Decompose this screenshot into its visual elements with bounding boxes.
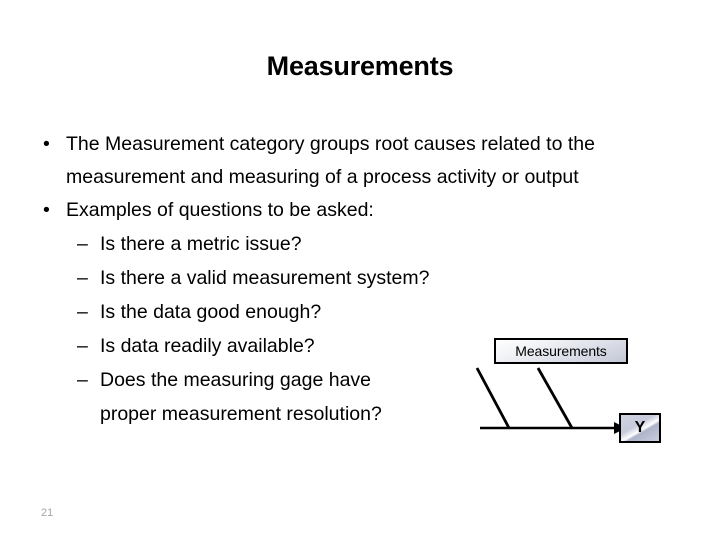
sub-list-item: – Is there a valid measurement system? — [32, 261, 682, 295]
page-title: Measurements — [266, 51, 454, 81]
fishbone-diagram: Measurements Y — [462, 330, 712, 450]
bullet-icon: • — [43, 199, 50, 221]
dash-icon: – — [77, 301, 88, 323]
diagram-category-box[interactable]: Measurements — [494, 338, 628, 364]
list-item-line: Examples of questions to be asked: — [66, 199, 374, 221]
sub-list-item-line: Is the data good enough? — [100, 301, 322, 323]
sub-list-item-line: proper measurement resolution? — [100, 403, 382, 425]
fishbone-lines — [475, 367, 626, 434]
sub-list-item-line: Does the measuring gage have — [100, 369, 372, 391]
sub-list-item: – Is there a metric issue? — [32, 227, 682, 261]
dash-icon: – — [77, 335, 88, 357]
bone-line — [475, 367, 511, 429]
bone-line — [536, 367, 574, 429]
diagram-effect-box[interactable]: Y — [619, 413, 661, 443]
bullet-icon: • — [43, 133, 50, 155]
list-item: • Examples of questions to be asked: — [32, 194, 682, 227]
sub-list-item-line: Is data readily available? — [100, 335, 315, 357]
list-item-line: The Measurement category groups root cau… — [66, 133, 595, 155]
dash-icon: – — [77, 267, 88, 289]
sub-list-item-line: Is there a metric issue? — [100, 233, 302, 255]
sub-list-item: – Is the data good enough? — [32, 295, 682, 329]
sub-list-item: – Does the measuring gage have proper me… — [32, 363, 682, 431]
slide-body: • The Measurement category groups root c… — [32, 128, 682, 431]
dash-icon: – — [77, 233, 88, 255]
list-item: • The Measurement category groups root c… — [32, 128, 682, 194]
page-number: 21 — [41, 507, 54, 519]
list-item-line: measurement and measuring of a process a… — [66, 166, 579, 188]
sub-list-item-line: Is there a valid measurement system? — [100, 267, 430, 289]
sub-list-item: – Is data readily available? — [32, 329, 682, 363]
dash-icon: – — [77, 369, 88, 391]
